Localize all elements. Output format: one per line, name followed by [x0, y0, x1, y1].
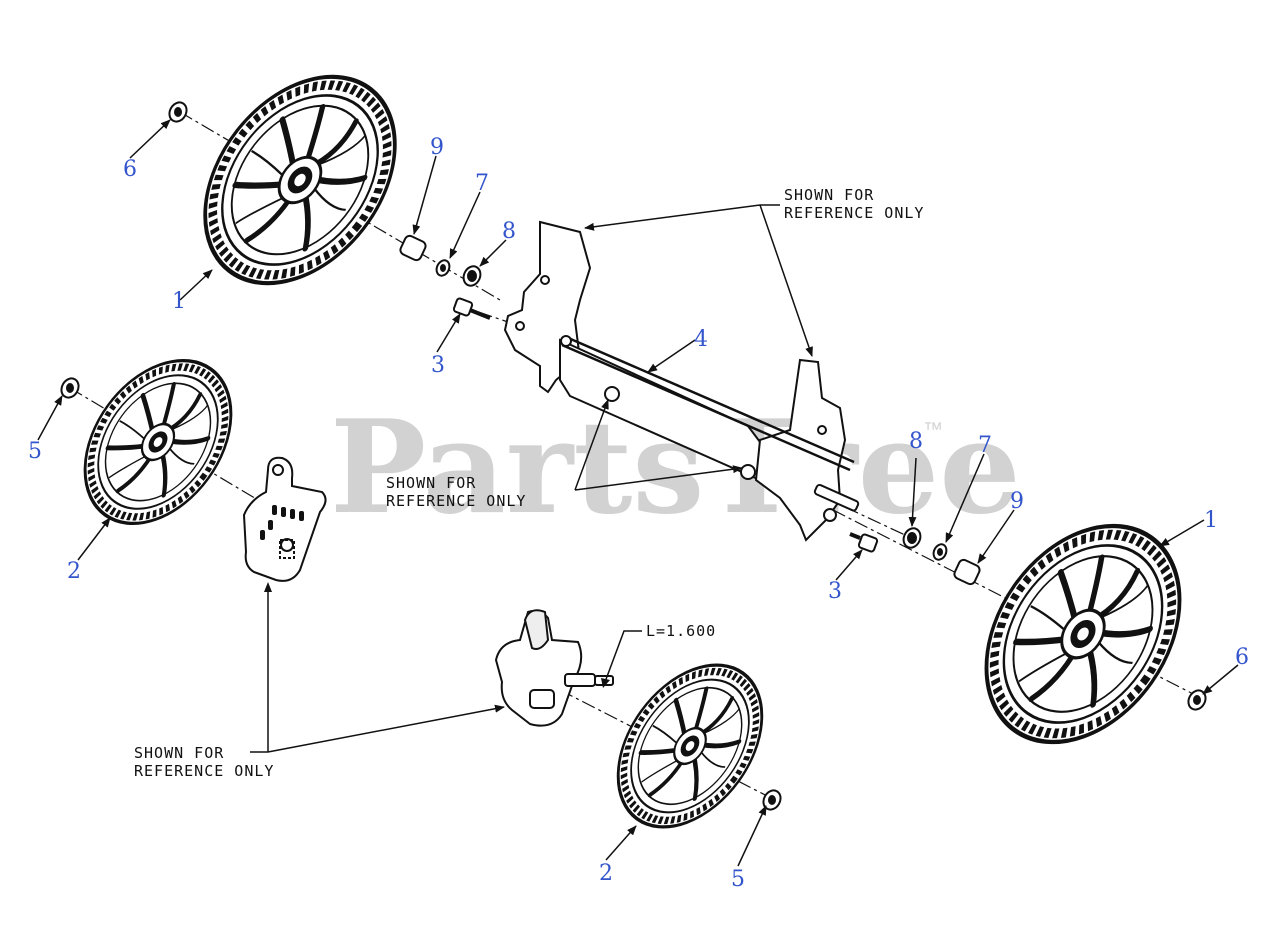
- callout-6-right: 6: [1235, 645, 1249, 670]
- callout-2-left: 2: [67, 559, 81, 584]
- note-bottom-line-1: SHOWN FOR: [134, 744, 224, 762]
- note-middle-line-2: REFERENCE ONLY: [386, 492, 526, 510]
- callout-7-left: 7: [475, 171, 489, 196]
- note-length: L=1.600: [646, 622, 716, 640]
- watermark-trademark: ™: [923, 419, 943, 441]
- callout-1-right: 1: [1204, 508, 1218, 533]
- callout-3-left: 3: [431, 353, 445, 378]
- wheel-2-bottom: [589, 638, 792, 854]
- leader-lines: [37, 119, 1239, 867]
- callout-4: 4: [694, 327, 708, 352]
- callout-7-right: 7: [978, 433, 992, 458]
- reference-notes: SHOWN FOR REFERENCE ONLY SHOWN FOR REFER…: [134, 186, 924, 780]
- hardware-parts: [60, 101, 1207, 811]
- callout-5-bottom: 5: [731, 867, 745, 892]
- front-height-adjuster: [494, 609, 614, 727]
- callout-3-right: 3: [828, 579, 842, 604]
- note-top-line-2: REFERENCE ONLY: [784, 204, 924, 222]
- callout-5-left: 5: [28, 439, 42, 464]
- note-middle-line-1: SHOWN FOR: [386, 474, 476, 492]
- callout-9-left: 9: [430, 135, 444, 160]
- callout-1-left: 1: [172, 289, 186, 314]
- callout-2-bottom: 2: [599, 861, 613, 886]
- deck-bracket-assembly: [503, 220, 860, 542]
- wheel-1-left: [166, 40, 434, 320]
- wheel-2-left: [55, 333, 261, 552]
- note-top-line-1: SHOWN FOR: [784, 186, 874, 204]
- callout-numbers: 1 1 2 2 3 3 4 5 5 6 6 7 7 8 8 9 9: [28, 135, 1249, 892]
- callout-8-right: 8: [909, 429, 923, 454]
- callout-9-right: 9: [1010, 489, 1024, 514]
- left-height-adjuster-plate: [242, 456, 327, 582]
- callout-8-left: 8: [502, 219, 516, 244]
- note-bottom-line-2: REFERENCE ONLY: [134, 762, 274, 780]
- callout-6-left: 6: [123, 157, 137, 182]
